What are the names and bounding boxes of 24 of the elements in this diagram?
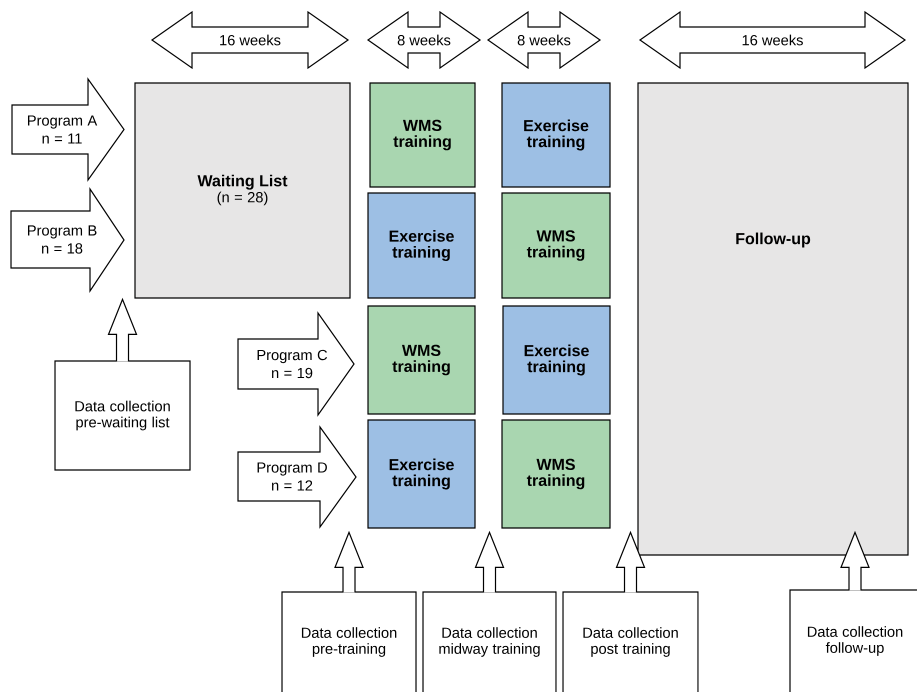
program-callout: Program C n = 19	[237, 311, 355, 417]
data-collection-box: Data collection pre-waiting list	[54, 360, 191, 471]
block-arrow	[108, 298, 138, 362]
stage-box: Exercise training	[502, 305, 611, 415]
data-collection-box: Data collection midway training	[422, 591, 557, 692]
block-arrow	[334, 530, 364, 593]
stage-box: WMS training	[501, 192, 611, 299]
data-collection-box: Data collection follow-up	[789, 589, 917, 692]
stage-box: WMS training	[367, 305, 476, 415]
program-callout: Program B n = 18	[10, 187, 125, 293]
block-arrow	[616, 530, 646, 593]
block-arrow	[474, 530, 504, 593]
stage-box: Exercise training	[367, 192, 476, 299]
stage-box: Follow-up	[637, 82, 909, 556]
program-callout: Program A n = 11	[11, 77, 125, 182]
program-callout: Program D n = 12	[237, 425, 357, 529]
stage-box: WMS training	[501, 419, 611, 529]
stage-box: Exercise training	[501, 82, 611, 188]
data-collection-box: Data collection pre-training	[281, 591, 417, 692]
stage-box: Exercise training	[367, 419, 476, 529]
stage-box: WMS training	[369, 82, 476, 188]
data-collection-box: Data collection post training	[562, 591, 699, 692]
stage-box: Waiting List (n = 28)	[134, 82, 351, 299]
block-arrow	[840, 530, 870, 591]
